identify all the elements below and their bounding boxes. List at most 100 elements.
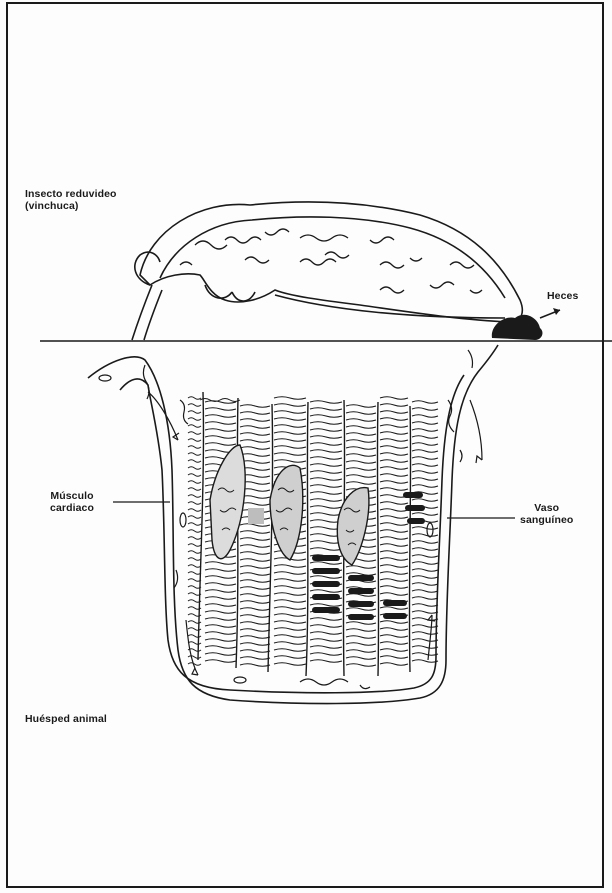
- striation-line: [380, 530, 408, 533]
- striation-line: [240, 447, 270, 450]
- striation-line: [346, 433, 376, 436]
- striation-line: [205, 597, 236, 600]
- striation-line: [412, 422, 438, 425]
- striation-line: [205, 611, 236, 614]
- striation-line: [310, 632, 342, 635]
- striation-line: [380, 439, 408, 442]
- striation-line: [380, 523, 408, 526]
- striation-line: [380, 607, 408, 610]
- striation-line: [274, 439, 306, 442]
- striation-line: [240, 440, 270, 443]
- striation-line: [240, 531, 270, 534]
- striation-line: [188, 488, 201, 491]
- striation-line: [205, 569, 236, 572]
- striation-line: [240, 615, 270, 618]
- striation-line: [274, 460, 306, 463]
- striation-line: [412, 499, 438, 502]
- striation-line: [240, 419, 270, 422]
- striation-line: [274, 642, 306, 645]
- striation-line: [188, 481, 201, 484]
- striation-line: [188, 572, 201, 575]
- striation-line: [346, 573, 376, 576]
- striation-line: [274, 607, 306, 610]
- striation-line: [346, 629, 376, 632]
- striation-line: [346, 454, 376, 457]
- striation-line: [188, 663, 201, 666]
- striation-line: [310, 618, 342, 621]
- striation-line: [240, 545, 270, 548]
- striation-line: [412, 625, 438, 628]
- striation-line: [346, 636, 376, 639]
- striation-line: [412, 576, 438, 579]
- striation-line: [380, 593, 408, 596]
- striation-line: [310, 464, 342, 467]
- striation-line: [346, 566, 376, 569]
- striation-line: [310, 492, 342, 495]
- striation-line: [274, 586, 306, 589]
- striation-line: [205, 436, 236, 439]
- striation-line: [310, 471, 342, 474]
- striation-line: [240, 587, 270, 590]
- striation-line: [188, 544, 201, 547]
- striation-line: [274, 635, 306, 638]
- striation-line: [310, 485, 342, 488]
- striation-line: [380, 544, 408, 547]
- striation-line: [274, 565, 306, 568]
- striation-line: [188, 586, 201, 589]
- striation-line: [274, 425, 306, 428]
- striation-line: [380, 656, 408, 659]
- striation-line: [240, 580, 270, 583]
- striation-line: [346, 468, 376, 471]
- striation-line: [310, 506, 342, 509]
- striation-line: [412, 408, 438, 411]
- striation-line: [412, 569, 438, 572]
- striation-line: [380, 432, 408, 435]
- striation-line: [274, 579, 306, 582]
- striation-line: [310, 548, 342, 551]
- striation-line: [240, 608, 270, 611]
- striation-line: [380, 628, 408, 631]
- striation-line: [310, 401, 342, 404]
- striation-line: [205, 639, 236, 642]
- striation-line: [380, 502, 408, 505]
- striation-line: [188, 425, 201, 428]
- striation-line: [380, 663, 408, 666]
- shaded-sarcomere: [248, 508, 264, 524]
- striation-line: [205, 660, 236, 663]
- striation-line: [412, 471, 438, 474]
- striation-line: [188, 656, 201, 659]
- striation-line: [380, 572, 408, 575]
- striation-line: [412, 562, 438, 565]
- striation-line: [310, 436, 342, 439]
- striation-line: [240, 657, 270, 660]
- musculo-label-line1: Músculo: [50, 490, 94, 502]
- striation-line: [310, 450, 342, 453]
- striation-line: [412, 618, 438, 621]
- striation-line: [205, 646, 236, 649]
- insect-head: [135, 252, 160, 285]
- striation-line: [380, 418, 408, 421]
- striation-line: [240, 426, 270, 429]
- striation-line: [240, 573, 270, 576]
- striation-line: [310, 562, 342, 565]
- striation-line: [380, 621, 408, 624]
- striation-line: [412, 590, 438, 593]
- striation-line: [274, 649, 306, 652]
- striation-line: [274, 404, 306, 407]
- striation-line: [240, 650, 270, 653]
- striation-line: [310, 422, 342, 425]
- striation-line: [240, 503, 270, 506]
- striation-line: [188, 565, 201, 568]
- striation-line: [380, 425, 408, 428]
- insect-label-line1: Insecto reduvideo: [25, 188, 117, 200]
- striation-line: [412, 583, 438, 586]
- reduviid-insect: [132, 202, 522, 340]
- striation-line: [188, 523, 201, 526]
- striation-line: [274, 656, 306, 659]
- striation-line: [274, 418, 306, 421]
- striation-line: [310, 457, 342, 460]
- striation-line: [188, 467, 201, 470]
- striation-line: [412, 646, 438, 649]
- striation-line: [380, 635, 408, 638]
- striation-line: [346, 412, 376, 415]
